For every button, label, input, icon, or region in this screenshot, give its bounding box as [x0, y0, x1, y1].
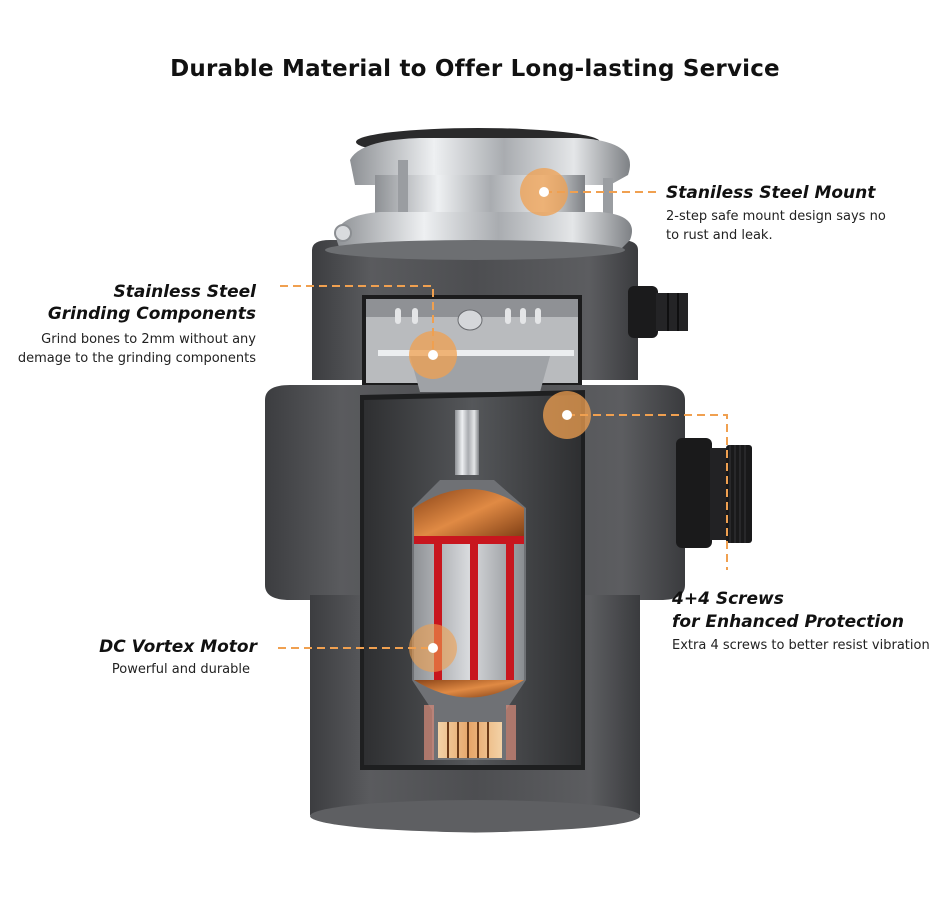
callout-grinding-title-line2: Grinding Components [47, 304, 256, 324]
leader-line-grinding [280, 285, 434, 352]
steel-mount [325, 128, 632, 260]
hotspot-grinding[interactable] [409, 331, 457, 379]
callout-motor-desc: Powerful and durable [111, 662, 250, 677]
discharge-outlet-port [676, 438, 752, 548]
grinding-chamber-cutaway [362, 295, 582, 392]
leader-line-screws [567, 414, 728, 570]
hotspot-motor[interactable] [409, 624, 457, 672]
callout-screws-title-line1: 4+4 Screws [672, 589, 784, 609]
callout-motor-title: DC Vortex Motor [99, 637, 257, 657]
page-title: Durable Material to Offer Long-lasting S… [170, 56, 780, 82]
hotspot-screws[interactable] [543, 391, 591, 439]
callout-grinding-desc-line2: demage to the grinding components [17, 351, 256, 366]
motor-chamber-cutaway [360, 390, 585, 770]
dishwasher-inlet-port [628, 286, 688, 338]
callout-mount-title: Staniless Steel Mount [666, 183, 876, 203]
callout-grinding-desc-line1: Grind bones to 2mm without any [41, 332, 256, 347]
callout-mount-desc-line1: 2-step safe mount design says no [666, 209, 886, 224]
callout-screws-desc: Extra 4 screws to better resist vibratio… [672, 638, 930, 653]
callout-screws-title-line2: for Enhanced Protection [672, 612, 904, 632]
callout-grinding-title-line1: Stainless Steel [113, 282, 256, 302]
hotspot-mount[interactable] [520, 168, 568, 216]
callout-mount-desc-line2: to rust and leak. [666, 228, 773, 243]
